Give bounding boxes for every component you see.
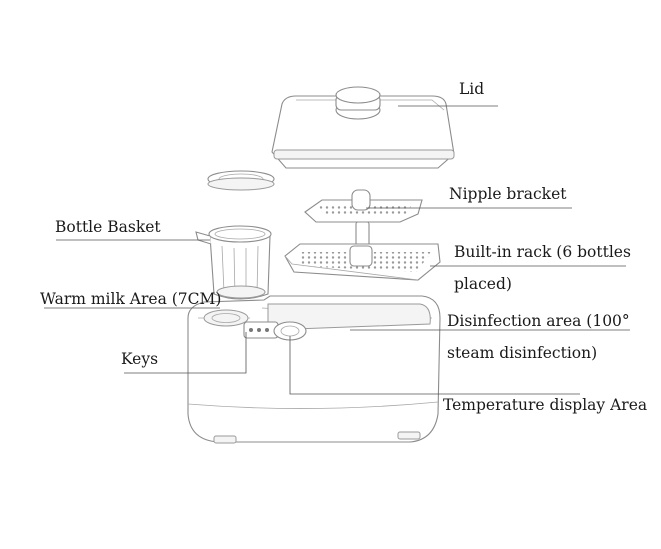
leader-lines — [44, 105, 630, 395]
label-built-in-rack-line1: Built-in rack (6 bottles — [454, 243, 631, 261]
label-keys: Keys — [121, 350, 159, 368]
label-temperature-display-area: Temperature display Area — [443, 396, 648, 414]
main-body-part — [187, 295, 441, 444]
label-nipple-bracket: Nipple bracket — [449, 185, 567, 203]
label-warm-milk-area: Warm milk Area (7CM) — [40, 290, 222, 308]
nipple-bracket-part — [304, 189, 423, 265]
label-disinfection-area-line2: steam disinfection) — [447, 344, 598, 362]
lid-part — [271, 86, 455, 169]
label-disinfection-area-line1: Disinfection area (100° — [447, 312, 630, 330]
bottle-basket-part — [195, 225, 272, 300]
label-bottle-basket: Bottle Basket — [55, 218, 161, 236]
built-in-rack-part — [284, 243, 441, 281]
label-built-in-rack-line2: placed) — [454, 275, 512, 293]
label-lid: Lid — [459, 80, 485, 98]
gasket-ring-part — [207, 170, 275, 191]
leader-temperature-display — [289, 336, 580, 395]
leader-keys — [124, 332, 247, 374]
